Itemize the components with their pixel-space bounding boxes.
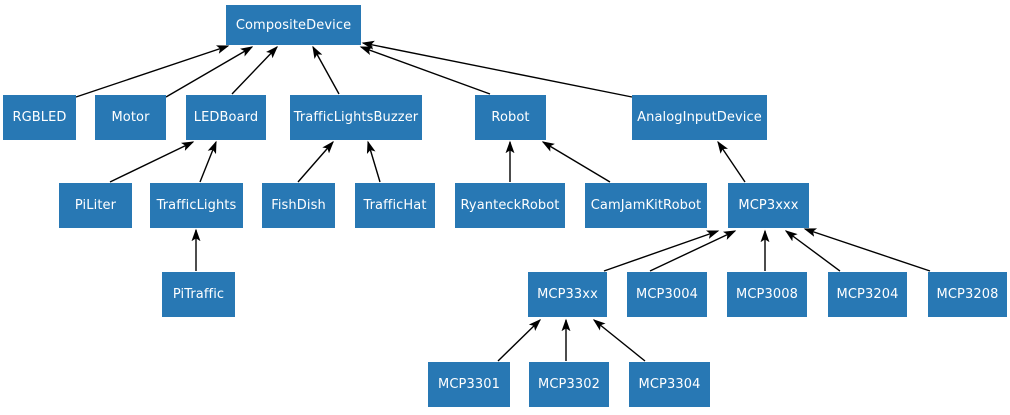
- inheritance-edge: [603, 230, 720, 272]
- class-node-motor[interactable]: Motor: [95, 95, 166, 140]
- class-node-label: PiTraffic: [172, 287, 225, 302]
- class-node-label: RyanteckRobot: [460, 198, 560, 213]
- class-node-robot[interactable]: Robot: [475, 95, 546, 140]
- inheritance-edge: [359, 46, 491, 95]
- inheritance-edge: [312, 45, 340, 95]
- class-node-label: LEDBoard: [193, 110, 259, 125]
- class-node-mcp33xx[interactable]: MCP33xx: [528, 272, 607, 317]
- inheritance-edge: [231, 45, 278, 95]
- class-node-label: Motor: [111, 110, 150, 125]
- inheritance-edge: [541, 141, 611, 183]
- class-node-label: RGBLED: [12, 110, 67, 125]
- class-node-compositedevice[interactable]: CompositeDevice: [226, 5, 361, 45]
- class-node-label: MCP3302: [538, 377, 600, 392]
- inheritance-edge: [297, 140, 334, 183]
- class-node-fishdish[interactable]: FishDish: [262, 183, 335, 228]
- inheritance-edge: [497, 319, 542, 362]
- class-node-label: TrafficLightsBuzzer: [293, 110, 419, 125]
- class-node-label: MCP3301: [438, 377, 500, 392]
- class-node-label: Robot: [491, 110, 530, 125]
- class-node-label: FishDish: [271, 198, 326, 213]
- class-node-rgbled[interactable]: RGBLED: [3, 95, 76, 140]
- inheritance-edge: [109, 141, 195, 183]
- inheritance-edge: [803, 228, 931, 272]
- class-node-label: MCP3008: [736, 287, 798, 302]
- inheritance-edge: [592, 319, 646, 362]
- class-node-mcp3204[interactable]: MCP3204: [828, 272, 907, 317]
- class-node-label: CompositeDevice: [235, 17, 352, 33]
- inheritance-edge: [784, 230, 841, 272]
- class-node-label: MCP33xx: [537, 287, 598, 302]
- class-node-label: PiLiter: [74, 198, 117, 213]
- class-node-label: AnalogInputDevice: [637, 110, 762, 125]
- class-node-trafficlights[interactable]: TrafficLights: [150, 183, 243, 228]
- inheritance-edge: [366, 140, 381, 183]
- inheritance-edge: [165, 46, 254, 98]
- class-node-label: MCP3004: [636, 287, 698, 302]
- class-node-analoginputdevice[interactable]: AnalogInputDevice: [632, 95, 767, 140]
- class-node-ledboard[interactable]: LEDBoard: [186, 95, 266, 140]
- class-node-label: MCP3208: [936, 287, 999, 302]
- class-node-mcp3302[interactable]: MCP3302: [529, 362, 609, 407]
- inheritance-edge: [199, 140, 217, 183]
- class-node-label: TrafficLights: [156, 198, 237, 213]
- class-node-camjamkitrobot[interactable]: CamJamKitRobot: [585, 183, 707, 228]
- class-node-ryanteckrobot[interactable]: RyanteckRobot: [455, 183, 565, 228]
- class-node-traffichat[interactable]: TrafficHat: [355, 183, 435, 228]
- class-node-label: MCP3304: [638, 377, 701, 392]
- inheritance-edge: [717, 140, 746, 183]
- class-node-mcp3xxx[interactable]: MCP3xxx: [728, 183, 809, 228]
- class-node-piliter[interactable]: PiLiter: [59, 183, 132, 228]
- inheritance-edge: [75, 45, 230, 98]
- class-node-mcp3008[interactable]: MCP3008: [727, 272, 807, 317]
- inheritance-edge: [361, 40, 633, 98]
- inheritance-edge: [649, 230, 737, 272]
- class-node-mcp3304[interactable]: MCP3304: [629, 362, 710, 407]
- class-node-label: MCP3204: [836, 287, 899, 302]
- class-node-mcp3004[interactable]: MCP3004: [627, 272, 707, 317]
- class-node-trafficlightsbuzzer[interactable]: TrafficLightsBuzzer: [290, 95, 422, 140]
- class-node-pitraffic[interactable]: PiTraffic: [162, 272, 235, 317]
- class-node-label: MCP3xxx: [738, 198, 799, 213]
- class-node-mcp3301[interactable]: MCP3301: [428, 362, 510, 407]
- class-node-label: CamJamKitRobot: [590, 198, 702, 213]
- class-node-label: TrafficHat: [363, 198, 427, 213]
- class-node-mcp3208[interactable]: MCP3208: [928, 272, 1007, 317]
